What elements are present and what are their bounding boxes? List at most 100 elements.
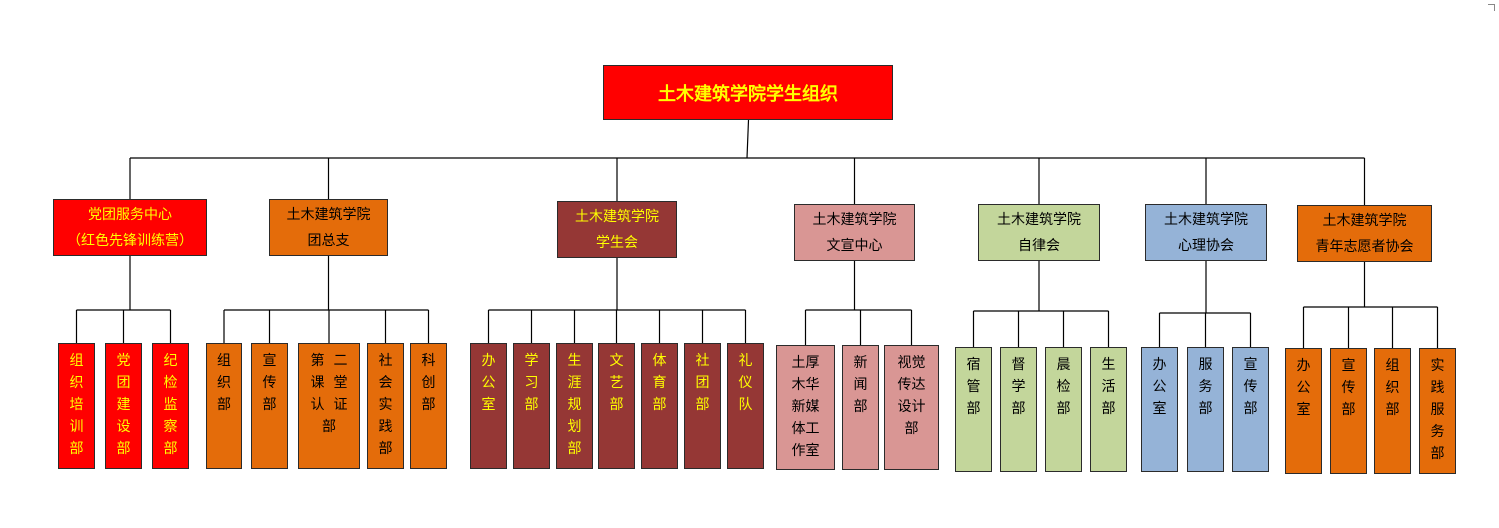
sub-dept-label-line: 认 证 [310,397,348,413]
sub-dept-node: 服务部 [1187,347,1224,472]
sub-dept-label-line: 习 [524,375,539,391]
dept-label-line: 学生会 [596,234,638,251]
sub-dept-label-line: 部 [322,419,336,435]
sub-dept-node: 视觉传达设计部 [884,345,939,470]
sub-dept-node: 生涯规划部 [556,343,593,469]
dept-node-youth-league: 土木建筑学院团总支 [269,199,388,256]
sub-dept-label-line: 部 [1243,401,1258,417]
sub-dept-node: 组织部 [1374,348,1411,474]
sub-dept-label-line: 创 [421,375,436,391]
sub-dept-label-line: 部 [1056,401,1071,417]
dept-label-line: 文宣中心 [826,237,883,254]
sub-dept-label-line: 部 [695,397,710,413]
sub-dept-label-line: 宣 [1341,358,1356,374]
dept-node-student-union: 土木建筑学院学生会 [557,201,677,258]
sub-dept-node: 土厚木华新媒体工作室 [776,345,835,470]
sub-dept-node: 文艺部 [598,343,635,469]
sub-dept-label-line: 室 [1152,401,1167,417]
sub-dept-label-line: 部 [69,441,84,457]
sub-dept-label-line: 织 [217,375,231,391]
sub-dept-node: 生活部 [1090,347,1127,472]
sub-dept-label-line: 科 [421,353,436,369]
sub-dept-label-line: 部 [378,441,393,457]
sub-dept-label-line: 课 堂 [310,375,348,391]
connector-line [746,119,750,159]
sub-dept-label-line: 设计 [897,399,926,415]
sub-dept-label-line: 育 [652,375,667,391]
sub-dept-label-line: 部 [1430,446,1445,462]
sub-dept-node: 督学部 [1000,347,1037,472]
sub-dept-label-line: 社 [378,353,393,369]
sub-dept-label-line: 学 [1011,379,1026,395]
sub-dept-node: 学习部 [513,343,550,469]
sub-dept-label-line: 作室 [791,443,820,459]
root-node: 土木建筑学院学生组织 [603,65,893,120]
sub-dept-label-line: 践 [1430,380,1445,396]
sub-dept-label-line: 践 [378,419,393,435]
sub-dept-label-line: 办 [1152,357,1167,373]
sub-dept-node: 组织部 [206,343,242,469]
sub-dept-label-line: 传达 [897,377,926,393]
sub-dept-label-line: 传 [262,375,277,391]
dept-label-line: 党团服务中心 [88,206,172,223]
sub-dept-label-line: 部 [421,397,436,413]
sub-dept-label-line: 服 [1198,357,1213,373]
sub-dept-label-line: 闻 [853,377,868,393]
page-corner-mark [1488,4,1495,11]
sub-dept-label-line: 公 [481,375,496,391]
sub-dept-label-line: 织 [1385,380,1400,396]
sub-dept-node: 社团部 [684,343,721,469]
sub-dept-label-line: 体工 [791,421,820,437]
sub-dept-label-line: 宣 [1243,357,1258,373]
sub-dept-node: 办公室 [470,343,507,469]
sub-dept-label-line: 实 [1430,358,1445,374]
sub-dept-label-line: 会 [378,375,393,391]
dept-node-psychology: 土木建筑学院心理协会 [1145,204,1267,261]
dept-label-line: 土木建筑学院 [1164,211,1248,228]
sub-dept-label-line: 传 [1341,380,1356,396]
sub-dept-node: 科创部 [410,343,447,469]
dept-label-line: （红色先锋训练营） [67,232,193,249]
dept-label-line: 心理协会 [1178,237,1234,254]
dept-node-volunteer: 土木建筑学院青年志愿者协会 [1297,205,1432,262]
sub-dept-label-line: 部 [1011,401,1026,417]
sub-dept-label-line: 新 [853,355,868,371]
dept-label-line: 土木建筑学院 [997,211,1081,228]
sub-dept-node: 办公室 [1285,348,1322,474]
sub-dept-label-line: 部 [652,397,667,413]
sub-dept-label-line: 部 [116,441,131,457]
sub-dept-label-line: 规 [567,397,582,413]
sub-dept-node: 办公室 [1141,347,1178,472]
sub-dept-label-line: 划 [567,419,582,435]
sub-dept-label-line: 设 [116,419,131,435]
sub-dept-label-line: 部 [853,399,868,415]
sub-dept-label-line: 新媒 [791,399,820,415]
sub-dept-node: 社会实践部 [367,343,404,469]
sub-dept-node: 宿管部 [955,347,992,472]
sub-dept-label-line: 团 [116,375,131,391]
sub-dept-label-line: 木华 [791,377,820,393]
sub-dept-label-line: 部 [1385,402,1400,418]
sub-dept-label-line: 督 [1011,357,1026,373]
sub-dept-label-line: 察 [163,419,178,435]
sub-dept-label-line: 组 [69,353,84,369]
sub-dept-label-line: 训 [69,419,84,435]
sub-dept-node: 新闻部 [842,345,879,470]
dept-label-line: 土木建筑学院 [812,211,897,228]
sub-dept-label-line: 部 [1198,401,1213,417]
sub-dept-label-line: 织 [69,375,84,391]
sub-dept-label-line: 管 [966,379,981,395]
sub-dept-label-line: 室 [481,397,496,413]
sub-dept-label-line: 组 [217,353,231,369]
sub-dept-label-line: 部 [524,397,539,413]
sub-dept-label-line: 监 [163,397,178,413]
sub-dept-node: 第 二课 堂认 证部 [298,343,360,469]
sub-dept-label-line: 室 [1296,402,1311,418]
dept-label-line: 团总支 [307,232,350,249]
sub-dept-label-line: 社 [695,353,710,369]
sub-dept-label-line: 检 [1056,379,1071,395]
sub-dept-node: 体育部 [641,343,678,469]
sub-dept-label-line: 务 [1198,379,1213,395]
